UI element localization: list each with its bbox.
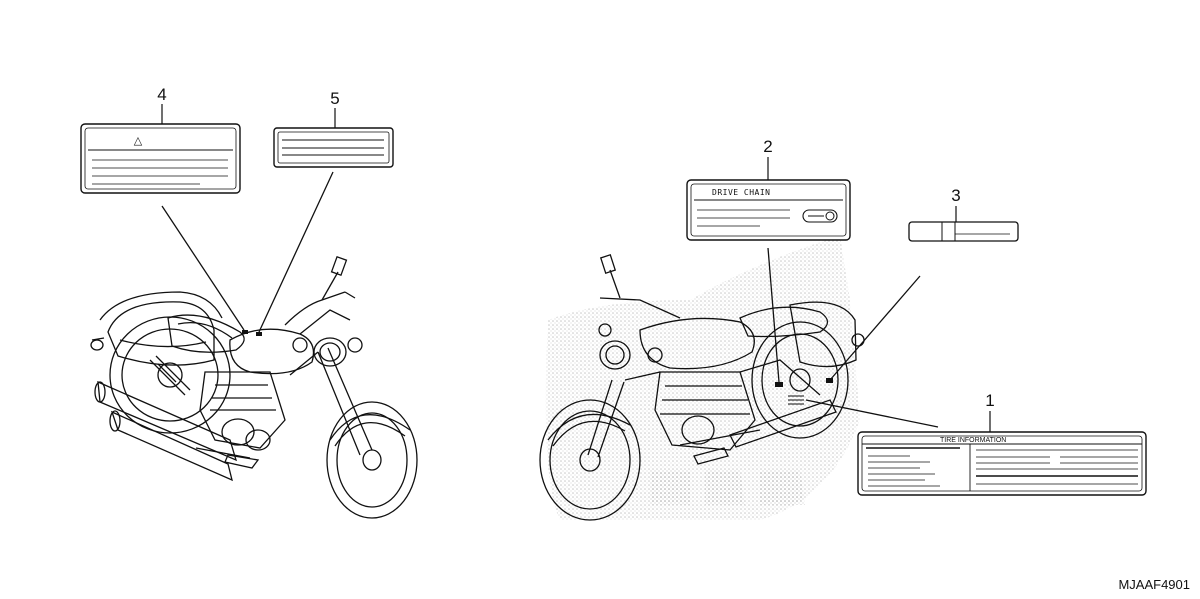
callout-number-5: 5 — [330, 89, 339, 108]
label-4-warning-plate: △ — [80, 123, 241, 194]
tire-information-title: TIRE INFORMATION — [940, 437, 1006, 444]
drive-chain-title: DRIVE CHAIN — [712, 188, 770, 197]
diagram-code: MJAAF4901 — [1118, 577, 1190, 592]
leader-line-label-3 — [829, 275, 921, 381]
callout-number-4: 4 — [157, 85, 166, 104]
label-2-drive-chain-plate: DRIVE CHAIN — [686, 179, 851, 241]
leader-line-label-1 — [805, 399, 939, 428]
label-1-tire-information-plate: TIRE INFORMATION — [857, 431, 1147, 496]
left-bike-label-mark-5 — [256, 332, 262, 336]
label-3-plate — [908, 221, 1019, 242]
right-bike-label-mark-1 — [788, 395, 804, 405]
dotted-watermark-area — [545, 236, 860, 520]
warning-symbol-icon: △ — [134, 134, 143, 147]
left-bike-label-mark-4 — [242, 330, 248, 334]
right-motorcycle — [539, 254, 865, 521]
leader-line-label-5 — [258, 171, 334, 333]
leader-line-label-2 — [767, 247, 780, 383]
watermark-letters — [650, 470, 805, 505]
right-bike-label-mark-3 — [826, 378, 833, 383]
label-5-plate — [273, 127, 394, 168]
callout-number-1: 1 — [985, 391, 994, 410]
leader-line-label-4 — [161, 205, 245, 331]
chain-adjuster-icon — [802, 209, 838, 223]
callout-number-3: 3 — [951, 186, 960, 205]
left-motorcycle — [90, 255, 418, 519]
right-bike-label-mark-2 — [775, 382, 783, 387]
callout-number-2: 2 — [763, 137, 772, 156]
